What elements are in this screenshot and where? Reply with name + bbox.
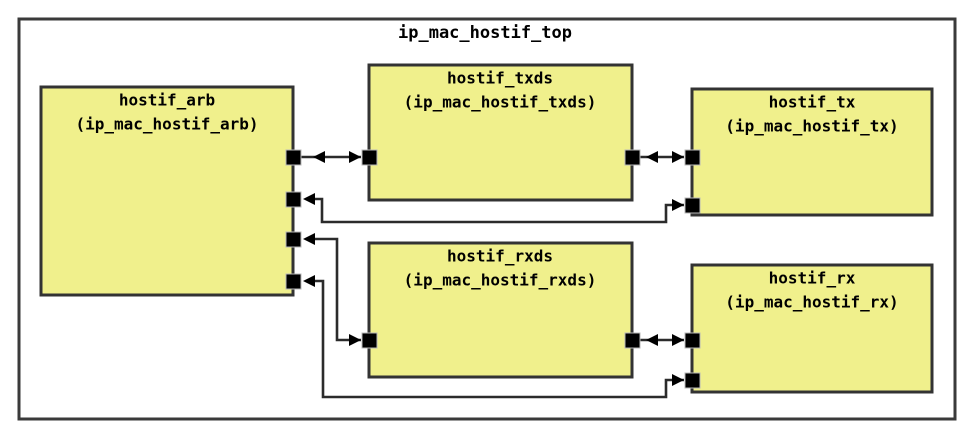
arrow-head-into-tx (672, 199, 684, 211)
connection-arb-to-rx (303, 275, 684, 399)
arrow-head-into-rxds (349, 334, 361, 346)
block-module: (ip_mac_hostif_tx) (725, 117, 898, 136)
block-name: hostif_rx (769, 269, 856, 288)
arrow-head-left (313, 151, 325, 163)
block-module: (ip_mac_hostif_rxds) (404, 271, 597, 290)
block-rect[interactable] (367, 241, 634, 379)
arrow-head-into-arb (303, 275, 315, 287)
block-name: hostif_arb (119, 91, 215, 110)
block-name: hostif_rxds (447, 247, 553, 266)
arrow-head-left (646, 334, 658, 346)
arrow-head-right (672, 334, 684, 346)
top-module-frame (17, 17, 957, 421)
connection-arb-to-txds (301, 151, 361, 163)
arrow-head-into-arb (303, 233, 315, 245)
connection-tx-to-arb (303, 193, 684, 224)
port-arb-p2[interactable] (285, 191, 302, 208)
block-module: (ip_mac_hostif_rx) (725, 293, 898, 312)
arrow-head-into-arb (303, 193, 315, 205)
arrow-head-right (349, 151, 361, 163)
diagram-title: ip_mac_hostif_top (398, 23, 572, 43)
port-rx-p1[interactable] (684, 332, 701, 349)
arrow-head-right (672, 151, 684, 163)
block-rect[interactable] (39, 85, 295, 297)
block-module: (ip_mac_hostif_arb) (75, 115, 258, 134)
port-txds-left[interactable] (361, 149, 378, 166)
connection-rxds-to-rx (640, 334, 684, 346)
port-tx-p2[interactable] (684, 197, 701, 214)
port-rxds-left[interactable] (361, 332, 378, 349)
block-rect[interactable] (367, 63, 634, 202)
block-rect[interactable] (690, 87, 934, 217)
block-hostif-rxds[interactable]: hostif_rxds (ip_mac_hostif_rxds) (367, 241, 634, 379)
block-rect[interactable] (690, 263, 934, 394)
arrow-head-left (646, 151, 658, 163)
connection-arb-to-rxds (303, 233, 361, 346)
port-rx-p2[interactable] (684, 372, 701, 389)
block-name: hostif_tx (769, 93, 856, 112)
port-arb-p3[interactable] (285, 231, 302, 248)
port-txds-right[interactable] (624, 149, 641, 166)
port-arb-p1[interactable] (285, 149, 302, 166)
block-hostif-arb[interactable]: hostif_arb (ip_mac_hostif_arb) (39, 85, 295, 297)
block-hostif-tx[interactable]: hostif_tx (ip_mac_hostif_tx) (690, 87, 934, 217)
arrow-head-into-rx (672, 374, 684, 386)
port-rxds-right[interactable] (624, 332, 641, 349)
block-hostif-txds[interactable]: hostif_txds (ip_mac_hostif_txds) (367, 63, 634, 202)
port-arb-p4[interactable] (285, 273, 302, 290)
port-tx-p1[interactable] (684, 149, 701, 166)
block-name: hostif_txds (447, 69, 553, 88)
block-hostif-rx[interactable]: hostif_rx (ip_mac_hostif_rx) (690, 263, 934, 394)
block-module: (ip_mac_hostif_txds) (404, 93, 597, 112)
connection-txds-to-tx (640, 151, 684, 163)
